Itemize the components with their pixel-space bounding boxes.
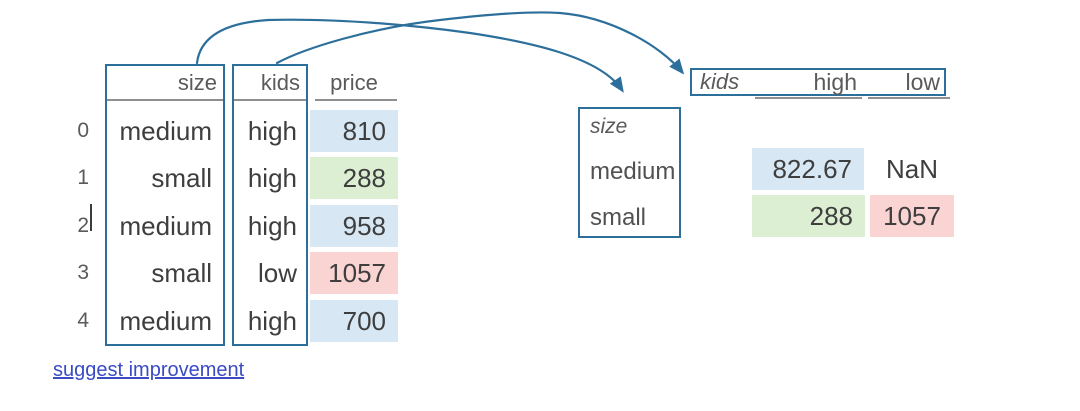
header-underline-kids — [234, 99, 306, 101]
cell-kids-row3: low — [257, 258, 297, 288]
pivot-index-medium: medium — [590, 158, 676, 185]
pivot-cell-small-low: 1057 — [870, 195, 954, 237]
header-price: price — [330, 70, 378, 95]
pivot-columns-box — [690, 68, 946, 96]
pivot-index-label: size — [590, 115, 628, 138]
cell-price-row2: 958 — [310, 205, 398, 247]
cell-kids-row1: high — [247, 163, 297, 193]
size-column-box — [105, 64, 225, 346]
pivot-cell-medium-high: 822.67 — [752, 148, 864, 190]
pivot-header-high: high — [813, 69, 857, 95]
pivot-cell-small-high: 288 — [752, 195, 865, 237]
cell-price-row1: 288 — [310, 157, 398, 199]
cell-kids-row4: high — [247, 306, 297, 336]
pivot-underline-high — [755, 97, 862, 99]
row-index-3: 3 — [77, 261, 89, 284]
cell-size-row3: small — [151, 258, 212, 288]
row-index-2: 2 — [77, 214, 89, 237]
header-size: size — [177, 70, 217, 95]
text-cursor — [90, 204, 92, 231]
header-underline-price — [315, 99, 397, 101]
cell-size-row1: small — [151, 163, 212, 193]
header-kids: kids — [260, 70, 300, 95]
pivot-underline-low — [868, 97, 950, 99]
pivot-columns-label: kids — [700, 69, 740, 94]
suggest-improvement-link[interactable]: suggest improvement — [53, 359, 245, 381]
cell-price-row0: 810 — [310, 110, 398, 152]
row-index-4: 4 — [77, 309, 89, 332]
cell-size-row0: medium — [119, 116, 212, 146]
cell-kids-row0: high — [247, 116, 297, 146]
row-index-1: 1 — [77, 166, 89, 189]
cell-price-row4: 700 — [310, 300, 398, 342]
arrow-kids-to-pivot-columns — [275, 11, 685, 75]
cell-size-row4: medium — [119, 306, 212, 336]
pivot-index-small: small — [590, 204, 647, 231]
pivot-index-box — [578, 107, 681, 238]
cell-size-row2: medium — [119, 211, 212, 241]
cell-kids-row2: high — [247, 211, 297, 241]
row-index-0: 0 — [77, 119, 89, 142]
header-underline-size — [107, 99, 223, 101]
pivot-cell-medium-low: NaN — [885, 154, 938, 184]
pivot-header-low: low — [905, 69, 940, 95]
cell-price-row3: 1057 — [310, 252, 398, 294]
